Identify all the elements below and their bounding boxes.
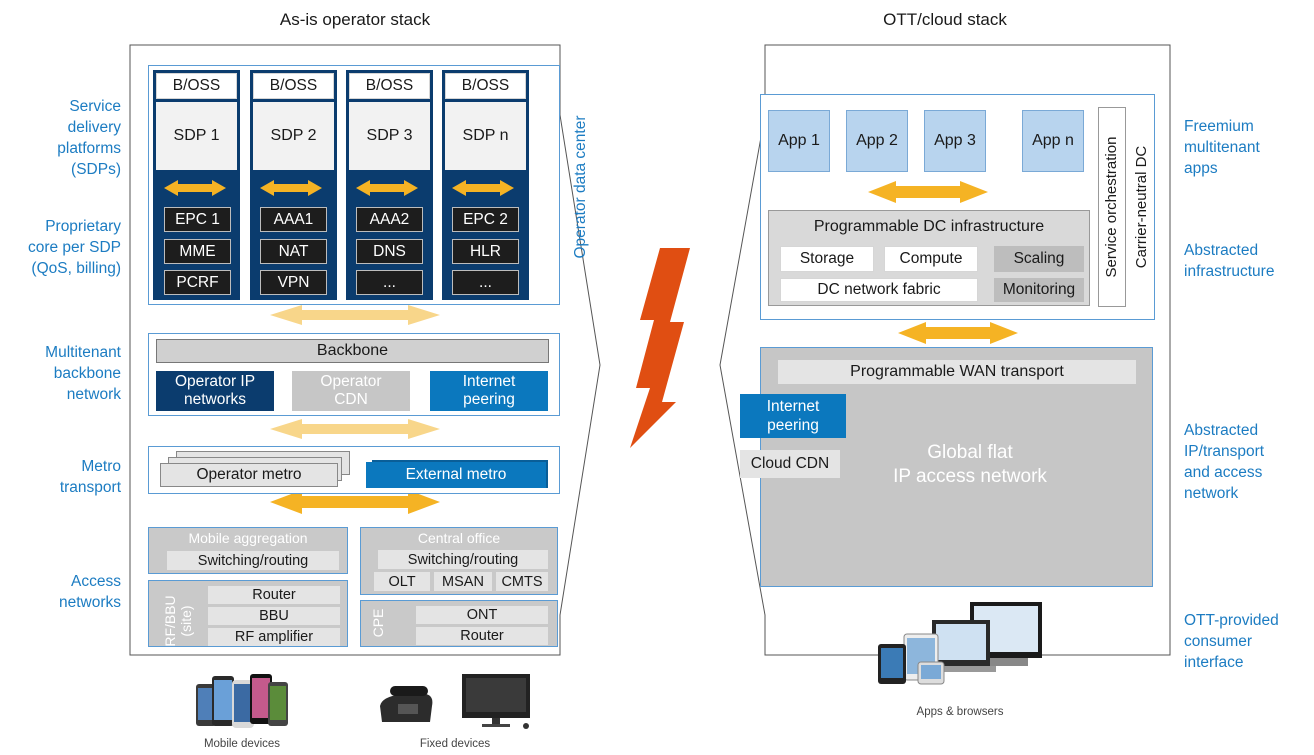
- rf-bbu-label: RF/BBU (site): [162, 595, 194, 647]
- cloud-top-arrow: [868, 181, 988, 203]
- programmable-wan-transport: Programmable WAN transport: [778, 360, 1136, 384]
- right-stack-title: OTT/cloud stack: [883, 10, 1007, 29]
- rf-amplifier-cell: RF amplifier: [208, 628, 340, 646]
- operator-ip-networks: Operator IP networks: [156, 371, 274, 411]
- mobile-aggregation-label: Mobile aggregation: [188, 530, 308, 546]
- core-cell: AAA1: [260, 207, 327, 232]
- apps-browsers-icon: [878, 602, 1042, 685]
- boss-cell-4: B/OSS: [445, 73, 526, 99]
- core-cell: ...: [356, 270, 423, 295]
- apps-browsers-caption: Apps & browsers: [916, 706, 1004, 718]
- service-orchestration-label: Service orchestration: [1103, 136, 1120, 278]
- double-arrow-icon: [868, 181, 988, 203]
- sdp-cell-1: SDP 1: [156, 102, 237, 170]
- boss-cell-1: B/OSS: [156, 73, 237, 99]
- double-arrow-icon: [898, 322, 1018, 344]
- ont-cell: ONT: [416, 606, 548, 624]
- label-service-delivery-platforms: Service delivery platforms (SDPs): [57, 98, 121, 178]
- cloud-mid-arrow: [898, 322, 1018, 344]
- operator-metro: Operator metro: [160, 463, 338, 487]
- core-cell: PCRF: [164, 270, 231, 295]
- double-arrow-icon: [452, 180, 514, 196]
- core-cell: NAT: [260, 239, 327, 264]
- msan-cell: MSAN: [434, 572, 492, 591]
- core-cell: DNS: [356, 239, 423, 264]
- label-abstracted-ip-transport: Abstracted IP/transport and access netwo…: [1184, 422, 1265, 502]
- core-cell: ...: [452, 270, 519, 295]
- sdp-cell-2: SDP 2: [253, 102, 334, 170]
- core-cell: AAA2: [356, 207, 423, 232]
- internet-peering-left: Internet peering: [430, 371, 548, 411]
- global-flat-network-label: Global flat IP access network: [893, 442, 1047, 487]
- double-arrow-icon: [270, 305, 440, 325]
- fixed-devices-icon: [380, 674, 530, 729]
- double-arrow-icon: [270, 419, 440, 439]
- sdp-cell-3: SDP 3: [349, 102, 430, 170]
- label-proprietary-core: Proprietary core per SDP (QoS, billing): [27, 218, 121, 277]
- router-cell-cpe: Router: [416, 627, 548, 645]
- app-2: App 2: [846, 110, 908, 172]
- label-metro-transport: Metro transport: [59, 458, 121, 496]
- app-3: App 3: [924, 110, 986, 172]
- scaling-cell: Scaling: [994, 246, 1084, 272]
- double-arrow-icon: [164, 180, 226, 196]
- left-connector-arrows: [270, 305, 440, 514]
- boss-cell-3: B/OSS: [349, 73, 430, 99]
- cloud-cdn: Cloud CDN: [740, 450, 840, 478]
- sdp-arrows: [164, 180, 514, 196]
- carrier-neutral-dc-label: Carrier-neutral DC: [1133, 145, 1150, 269]
- left-stack-title: As-is operator stack: [279, 10, 431, 29]
- sdp-cell-4: SDP n: [445, 102, 526, 170]
- label-multitenant-backbone: Multitenant backbone network: [45, 344, 121, 403]
- label-abstracted-infrastructure: Abstracted infrastructure: [1184, 242, 1275, 280]
- core-cell: VPN: [260, 270, 327, 295]
- double-arrow-icon: [270, 490, 440, 514]
- storage-cell: Storage: [780, 246, 874, 272]
- core-cell: MME: [164, 239, 231, 264]
- mobile-devices-caption: Mobile devices: [203, 738, 281, 750]
- compute-cell: Compute: [884, 246, 978, 272]
- backbone-bar: Backbone: [156, 339, 549, 363]
- mobile-devices-icon: [196, 674, 288, 728]
- olt-cell: OLT: [374, 572, 430, 591]
- app-n: App n: [1022, 110, 1084, 172]
- cpe-label: CPE: [370, 608, 386, 638]
- fixed-devices-caption: Fixed devices: [419, 738, 491, 750]
- label-ott-consumer-interface: OTT-provided consumer interface: [1184, 612, 1279, 671]
- monitoring-cell: Monitoring: [994, 278, 1084, 302]
- switching-routing-mobile: Switching/routing: [167, 551, 339, 570]
- lightning-bolt-icon: [630, 248, 690, 448]
- internet-peering-cloud: Internet peering: [740, 394, 846, 438]
- programmable-dc-title: Programmable DC infrastructure: [813, 218, 1045, 235]
- bbu-cell: BBU: [208, 607, 340, 625]
- core-cell: HLR: [452, 239, 519, 264]
- external-metro: External metro: [366, 462, 546, 488]
- core-cell: EPC 1: [164, 207, 231, 232]
- boss-cell-2: B/OSS: [253, 73, 334, 99]
- router-cell-site: Router: [208, 586, 340, 604]
- double-arrow-icon: [260, 180, 322, 196]
- dc-network-fabric-cell: DC network fabric: [780, 278, 978, 302]
- label-freemium-apps: Freemium multitenant apps: [1184, 118, 1260, 177]
- label-access-networks: Access networks: [58, 573, 121, 611]
- right-stack-outline: [719, 44, 1171, 656]
- double-arrow-icon: [356, 180, 418, 196]
- operator-dc-label: Operator data center: [572, 115, 589, 259]
- service-orchestration-box: [1098, 107, 1126, 307]
- central-office-label: Central office: [417, 530, 501, 546]
- operator-cdn: Operator CDN: [292, 371, 410, 411]
- left-stack-outline: [129, 44, 601, 656]
- switching-routing-central: Switching/routing: [378, 550, 548, 569]
- cmts-cell: CMTS: [496, 572, 548, 591]
- app-1: App 1: [768, 110, 830, 172]
- core-cell: EPC 2: [452, 207, 519, 232]
